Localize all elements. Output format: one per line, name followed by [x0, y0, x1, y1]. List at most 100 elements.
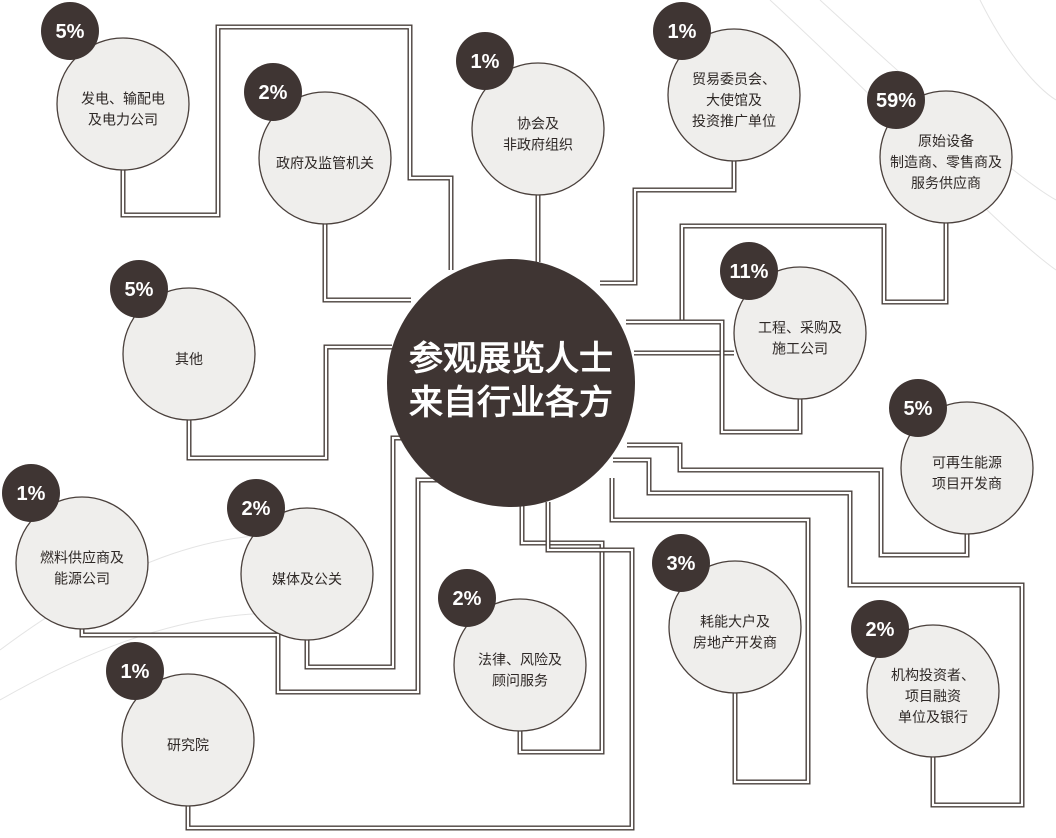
node-circle [667, 28, 801, 162]
node-label-line: 房地产开发商 [693, 636, 777, 652]
node-label-line: 政府及监管机关 [276, 156, 374, 172]
node-other: 其他 5% [110, 260, 256, 421]
node-label-line: 制造商、零售商及 [890, 155, 1002, 171]
node-label-line: 其他 [175, 352, 203, 368]
node-label-line: 发电、输配电 [81, 92, 165, 108]
node-circle [733, 266, 867, 400]
node-circle [668, 560, 802, 694]
percent-badge [889, 379, 947, 437]
percent-badge [2, 464, 60, 522]
percent-badge-value: 5% [904, 398, 933, 420]
connector-7-core [613, 458, 1024, 807]
node-label-line: 顾问服务 [492, 674, 548, 690]
node-label-line: 机构投资者、 [891, 668, 975, 684]
node-circle [121, 673, 255, 807]
percent-badge-value: 5% [125, 279, 154, 301]
percent-badge-value: 1% [471, 51, 500, 73]
center-title-line-1: 参观展览人士 [409, 339, 613, 379]
percent-badge-value: 2% [242, 498, 271, 520]
node-label-line: 耗能大户及 [700, 614, 770, 631]
connector-6-core [627, 443, 969, 557]
connector-14-core [680, 320, 802, 434]
node-label-line: 非政府组织 [503, 138, 573, 154]
node-label-line: 贸易委员会、 [692, 72, 776, 88]
node-label-line: 协会及 [517, 117, 559, 133]
connector-9-core [518, 498, 604, 754]
node-label-line: 及电力公司 [88, 113, 158, 129]
connector-8-core [610, 478, 810, 784]
connector-10-core [186, 502, 634, 830]
percent-badge [653, 2, 711, 60]
percent-badge [244, 63, 302, 121]
node-label-line: 燃料供应商及 [40, 550, 124, 567]
node-label-line: 可再生能源 [932, 456, 1002, 472]
center-hub: 参观展览人士 来自行业各方 [387, 259, 635, 507]
node-circle [879, 90, 1013, 224]
node-circle [900, 401, 1034, 535]
node-label-line: 投资推广单位 [692, 114, 776, 130]
connector-0-core [121, 25, 453, 270]
node-label-line: 项目开发商 [932, 477, 1002, 493]
percent-badge-value: 5% [56, 21, 85, 43]
node-label-line: 服务供应商 [911, 175, 981, 192]
node-circle [122, 287, 256, 421]
connector-1-outline [322, 224, 411, 303]
node-circle [453, 598, 587, 732]
percent-badge-value: 1% [121, 661, 150, 683]
percent-badge [720, 242, 778, 300]
connector-lines [79, 24, 1025, 831]
percent-badge [110, 260, 168, 318]
node-label-line: 大使馆及 [706, 92, 762, 109]
node-label-line: 研究院 [167, 738, 209, 754]
percent-badge-value: 1% [17, 483, 46, 505]
node-media: 媒体及公关 2% [227, 479, 374, 641]
percent-badge-value: 1% [668, 21, 697, 43]
node-circle [15, 496, 149, 630]
connector-13-core [187, 345, 392, 460]
connector-3-outline [600, 161, 737, 286]
center-title-line-2: 来自行业各方 [409, 383, 613, 423]
connector-12-core [80, 478, 445, 694]
percent-badge [41, 2, 99, 60]
node-label-line: 施工公司 [772, 342, 828, 358]
node-label-line: 法律、风险及 [478, 653, 562, 669]
node-label-line: 能源公司 [54, 572, 110, 588]
node-circle [866, 624, 1000, 758]
percent-badge-value: 3% [667, 553, 696, 575]
node-label-line: 项目融资 [905, 689, 961, 705]
percent-badge [652, 534, 710, 592]
node-label-line: 单位及银行 [898, 710, 968, 726]
center-circle [387, 259, 635, 507]
percent-badge [456, 32, 514, 90]
node-circle [471, 62, 605, 196]
node-research: 研究院 1% [106, 642, 255, 807]
percent-badge-value: 2% [453, 588, 482, 610]
node-circle [56, 37, 190, 171]
percent-badge-value: 59% [876, 90, 916, 112]
node-label-line: 媒体及公关 [272, 572, 342, 588]
percent-badge [851, 600, 909, 658]
node-label-line: 工程、采购及 [758, 321, 842, 337]
percent-badge-value: 2% [866, 619, 895, 641]
percent-badge [867, 71, 925, 129]
percent-badge [227, 479, 285, 537]
decor-line-4 [979, 0, 1056, 101]
connector-1-core [323, 224, 411, 302]
percent-badge [106, 642, 164, 700]
node-circle [258, 91, 392, 225]
sector-nodes: 发电、输配电及电力公司5%政府及监管机关2%协会及非政府组织1%贸易委员会、大使… [2, 2, 1034, 807]
node-circle [240, 507, 374, 641]
percent-badge [438, 569, 496, 627]
node-label-line: 原始设备 [918, 133, 974, 150]
